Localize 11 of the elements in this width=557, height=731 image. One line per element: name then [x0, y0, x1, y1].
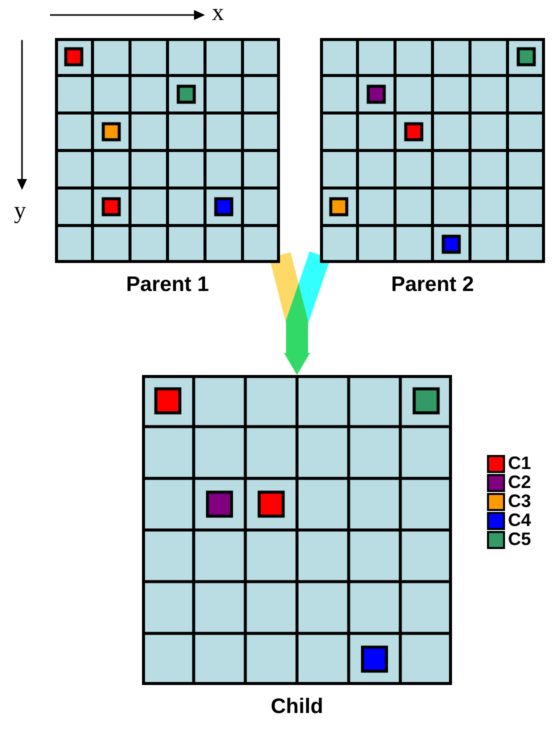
legend-label: C2: [508, 472, 532, 493]
arrow: [284, 251, 330, 375]
axis-label: x: [212, 0, 224, 27]
legend-label: C1: [508, 453, 532, 474]
axis-label: y: [14, 198, 26, 225]
grid-label: Parent 1: [125, 273, 210, 297]
legend-label: C4: [508, 510, 532, 531]
grid-label: Child: [270, 695, 324, 719]
legend-label: C3: [508, 491, 532, 512]
grid-label: Parent 2: [390, 273, 475, 297]
legend-label: C5: [508, 529, 532, 550]
